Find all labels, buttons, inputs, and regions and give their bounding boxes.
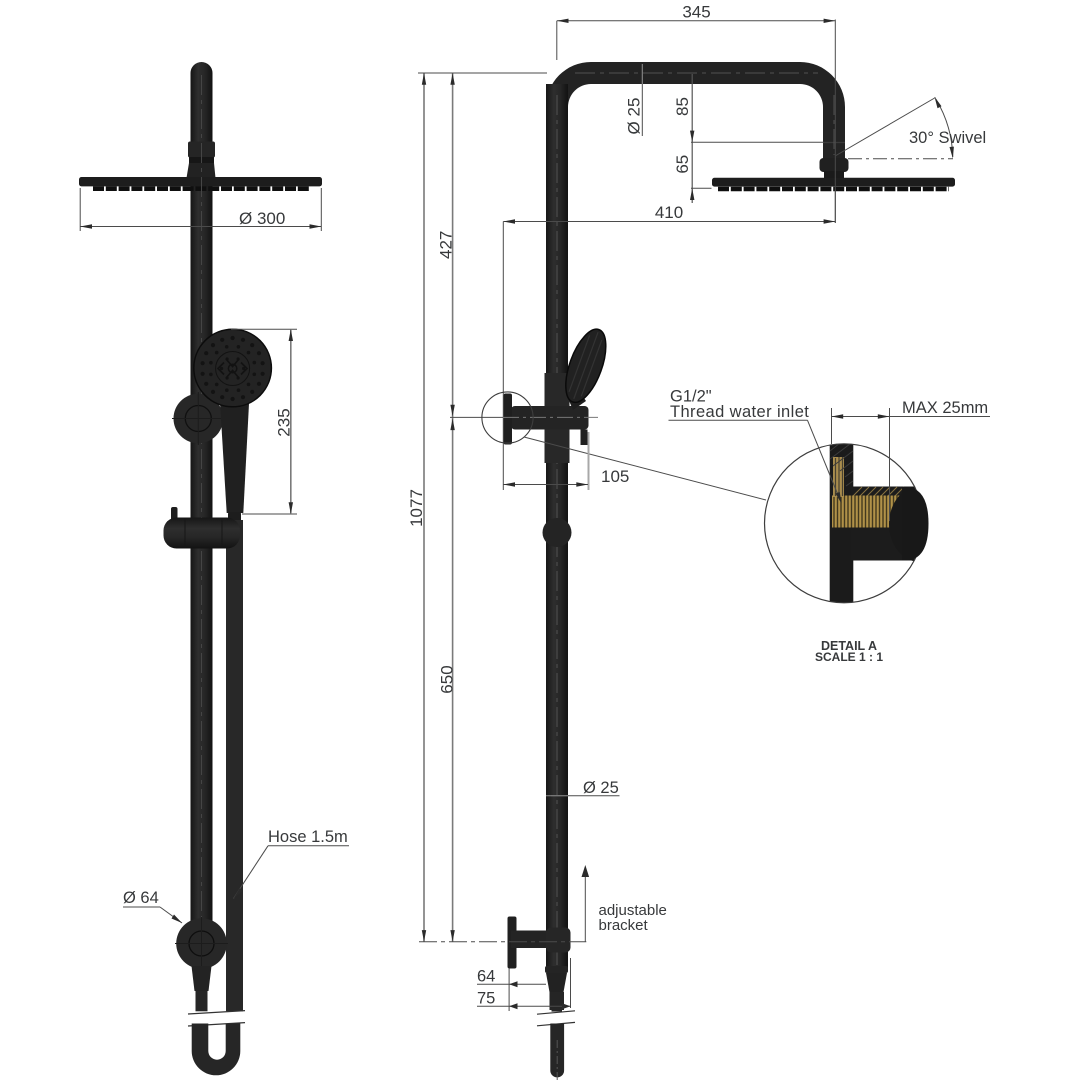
svg-text:1077: 1077 <box>407 489 426 527</box>
svg-text:65: 65 <box>673 155 692 174</box>
svg-text:30° Swivel: 30° Swivel <box>909 129 986 147</box>
svg-text:SCALE 1 : 1: SCALE 1 : 1 <box>815 650 883 664</box>
svg-text:235: 235 <box>275 408 294 436</box>
svg-text:650: 650 <box>438 665 457 693</box>
svg-text:Ø 64: Ø 64 <box>123 889 159 907</box>
svg-text:Ø 25: Ø 25 <box>583 779 619 797</box>
svg-text:G1/2": G1/2" <box>670 388 712 406</box>
svg-text:427: 427 <box>437 231 456 259</box>
svg-text:85: 85 <box>673 97 692 116</box>
svg-text:105: 105 <box>601 467 629 486</box>
svg-text:bracket: bracket <box>599 917 649 934</box>
svg-text:345: 345 <box>682 3 710 22</box>
svg-text:MAX 25mm: MAX 25mm <box>902 399 988 417</box>
svg-text:Ø 300: Ø 300 <box>239 209 285 228</box>
svg-text:64: 64 <box>477 968 495 986</box>
svg-text:Thread water inlet: Thread water inlet <box>670 403 809 421</box>
svg-text:DETAIL A: DETAIL A <box>821 639 877 653</box>
svg-text:Hose 1.5m: Hose 1.5m <box>268 828 348 846</box>
svg-text:75: 75 <box>477 990 495 1008</box>
svg-text:410: 410 <box>655 203 683 222</box>
svg-text:adjustable: adjustable <box>599 902 667 919</box>
svg-text:Ø 25: Ø 25 <box>625 98 644 135</box>
